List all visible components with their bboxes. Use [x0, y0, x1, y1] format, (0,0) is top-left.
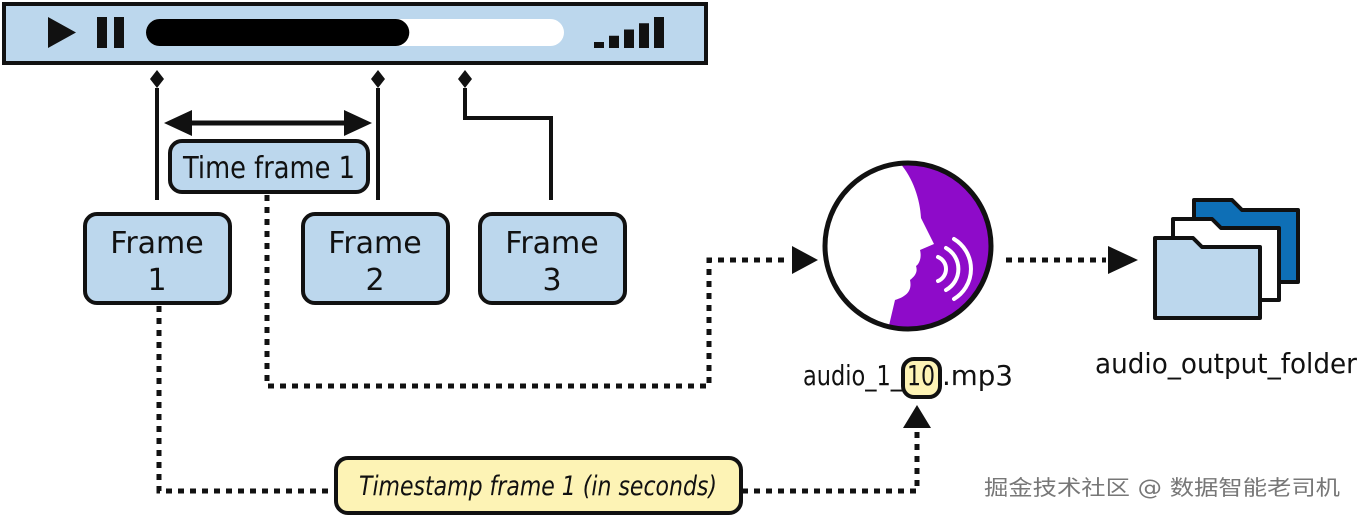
arrowhead-to-folder	[1108, 246, 1138, 274]
frame-pointers	[150, 70, 553, 200]
time-span-arrow	[164, 110, 372, 136]
timestamp-box: Timestamp frame 1 (in seconds)	[334, 456, 743, 515]
frame2-number: 2	[365, 263, 384, 298]
watermark-text: 掘金技术社区 @ 数据智能老司机	[984, 476, 1340, 500]
time-frame-label: Time frame 1	[182, 151, 355, 186]
pointer-diamond-2	[371, 70, 385, 88]
pointer-diamond-1	[150, 70, 164, 88]
frame1-title: Frame	[110, 226, 203, 261]
frame1-number: 1	[147, 263, 166, 298]
time-frame-box: Time frame 1	[168, 139, 370, 194]
volume-bar	[624, 29, 634, 48]
progress-fill	[146, 19, 410, 46]
pointer-frame3	[463, 88, 553, 200]
frame-box-1: Frame 1	[83, 212, 232, 305]
pointer-diamond-3	[458, 70, 472, 88]
audio-filename-suffix: .mp3	[942, 359, 1013, 392]
audio-filename-highlight: 10	[907, 359, 935, 392]
arrowhead-to-filename	[903, 405, 931, 428]
timestamp-to-filename-path	[742, 428, 920, 494]
timeframe-to-audio-path	[264, 195, 790, 389]
frame2-title: Frame	[328, 226, 421, 261]
media-player	[2, 2, 708, 65]
timestamp-label: Timestamp frame 1 (in seconds)	[359, 471, 717, 502]
frame3-number: 3	[542, 263, 561, 298]
volume-bars-icon[interactable]	[594, 17, 664, 48]
frame3-title: Frame	[505, 226, 598, 261]
audio-filename-prefix: audio_1_	[803, 359, 903, 392]
arrowhead-to-audio	[792, 246, 818, 274]
folder-stack-icon	[1153, 198, 1300, 320]
play-icon[interactable]	[48, 17, 76, 48]
volume-bar	[654, 17, 664, 48]
audio-filename: audio_1_ 10 .mp3	[803, 357, 1013, 399]
frame-box-2: Frame 2	[301, 212, 450, 305]
frame-box-3: Frame 3	[478, 212, 627, 305]
output-folder-label: audio_output_folder	[1095, 347, 1357, 380]
frame1-to-timestamp-path	[156, 306, 336, 494]
dotted-connectors	[156, 195, 1106, 494]
volume-bar	[639, 23, 649, 48]
speaking-head-icon	[822, 160, 994, 332]
volume-bar	[594, 42, 604, 48]
filename-highlight-box	[901, 357, 942, 399]
volume-bar	[609, 35, 619, 48]
pause-icon[interactable]	[97, 17, 124, 48]
